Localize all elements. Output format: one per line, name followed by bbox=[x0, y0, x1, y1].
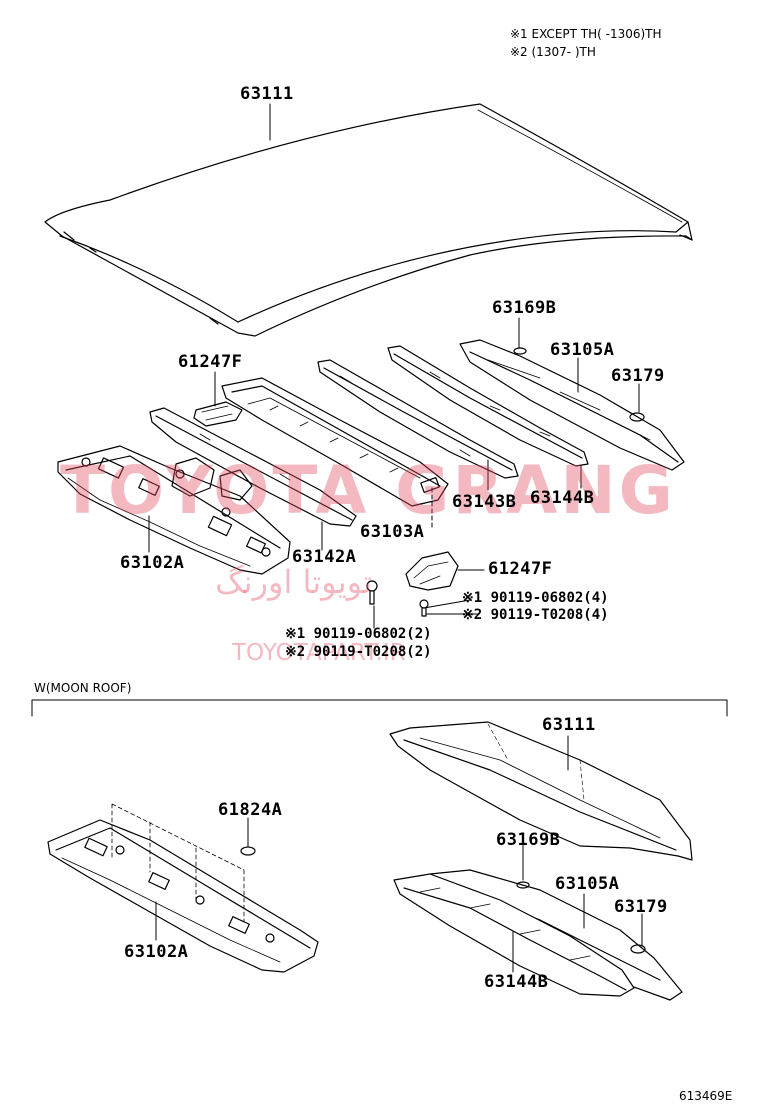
reinforcement-63143b-drawing bbox=[317, 359, 519, 479]
reinforcement-63105a-drawing bbox=[459, 339, 685, 471]
fastener-left-1[interactable]: ※1 90119-06802(2) bbox=[285, 626, 432, 642]
watermark-main: TOYOTA GRANG bbox=[60, 452, 676, 529]
reinforcement-63102a-drawing bbox=[57, 445, 291, 575]
label-moon-61824a[interactable]: 61824A bbox=[218, 800, 283, 820]
grommet-61824a-drawing bbox=[240, 846, 256, 856]
bracket-61247f-upper-drawing bbox=[193, 401, 243, 427]
label-moon-63105a[interactable]: 63105A bbox=[555, 874, 620, 894]
label-63111[interactable]: 63111 bbox=[240, 84, 294, 104]
label-61247f-upper[interactable]: 61247F bbox=[178, 352, 243, 372]
moon-roof-63102a-drawing bbox=[47, 803, 319, 973]
label-63179[interactable]: 63179 bbox=[611, 366, 665, 386]
reinforcement-63144b-drawing bbox=[387, 345, 589, 467]
label-moon-63111[interactable]: 63111 bbox=[542, 715, 596, 735]
label-63144b[interactable]: 63144B bbox=[530, 488, 595, 508]
label-61247f-lower[interactable]: 61247F bbox=[488, 559, 553, 579]
reinforcement-63142a-drawing bbox=[149, 407, 357, 527]
leader-lines bbox=[148, 103, 643, 973]
watermark-sub: TOYOTAPART.IR bbox=[232, 640, 406, 666]
fastener-right-2[interactable]: ※2 90119-T0208(4) bbox=[462, 607, 609, 623]
fastener-left-2[interactable]: ※2 90119-T0208(2) bbox=[285, 644, 432, 660]
label-63103a[interactable]: 63103A bbox=[360, 522, 425, 542]
reinforcement-63103a-drawing bbox=[221, 377, 449, 507]
label-63142a[interactable]: 63142A bbox=[292, 547, 357, 567]
label-63169b[interactable]: 63169B bbox=[492, 298, 557, 318]
label-63105a[interactable]: 63105A bbox=[550, 340, 615, 360]
note-except: ※1 EXCEPT TH( -1306)TH bbox=[510, 27, 662, 41]
section-moon-roof-label: W(MOON ROOF) bbox=[34, 681, 132, 695]
label-moon-63169b[interactable]: 63169B bbox=[496, 830, 561, 850]
watermark-arabic: تویوتا اورنگ bbox=[215, 563, 373, 601]
figure-code: 613469E bbox=[679, 1089, 733, 1103]
moon-roof-panel-drawing bbox=[389, 721, 693, 861]
fastener-right-1[interactable]: ※1 90119-06802(4) bbox=[462, 590, 609, 606]
label-moon-63179[interactable]: 63179 bbox=[614, 897, 668, 917]
moon-roof-bracket-line bbox=[31, 699, 728, 717]
roof-panel-drawing bbox=[44, 103, 693, 337]
note-range: ※2 (1307- )TH bbox=[510, 45, 596, 59]
bracket-61247f-lower-drawing bbox=[366, 551, 459, 617]
label-63143b[interactable]: 63143B bbox=[452, 492, 517, 512]
label-moon-63144b[interactable]: 63144B bbox=[484, 972, 549, 992]
label-moon-63102a[interactable]: 63102A bbox=[124, 942, 189, 962]
moon-roof-63144b-drawing bbox=[393, 873, 635, 997]
label-63102a[interactable]: 63102A bbox=[120, 553, 185, 573]
